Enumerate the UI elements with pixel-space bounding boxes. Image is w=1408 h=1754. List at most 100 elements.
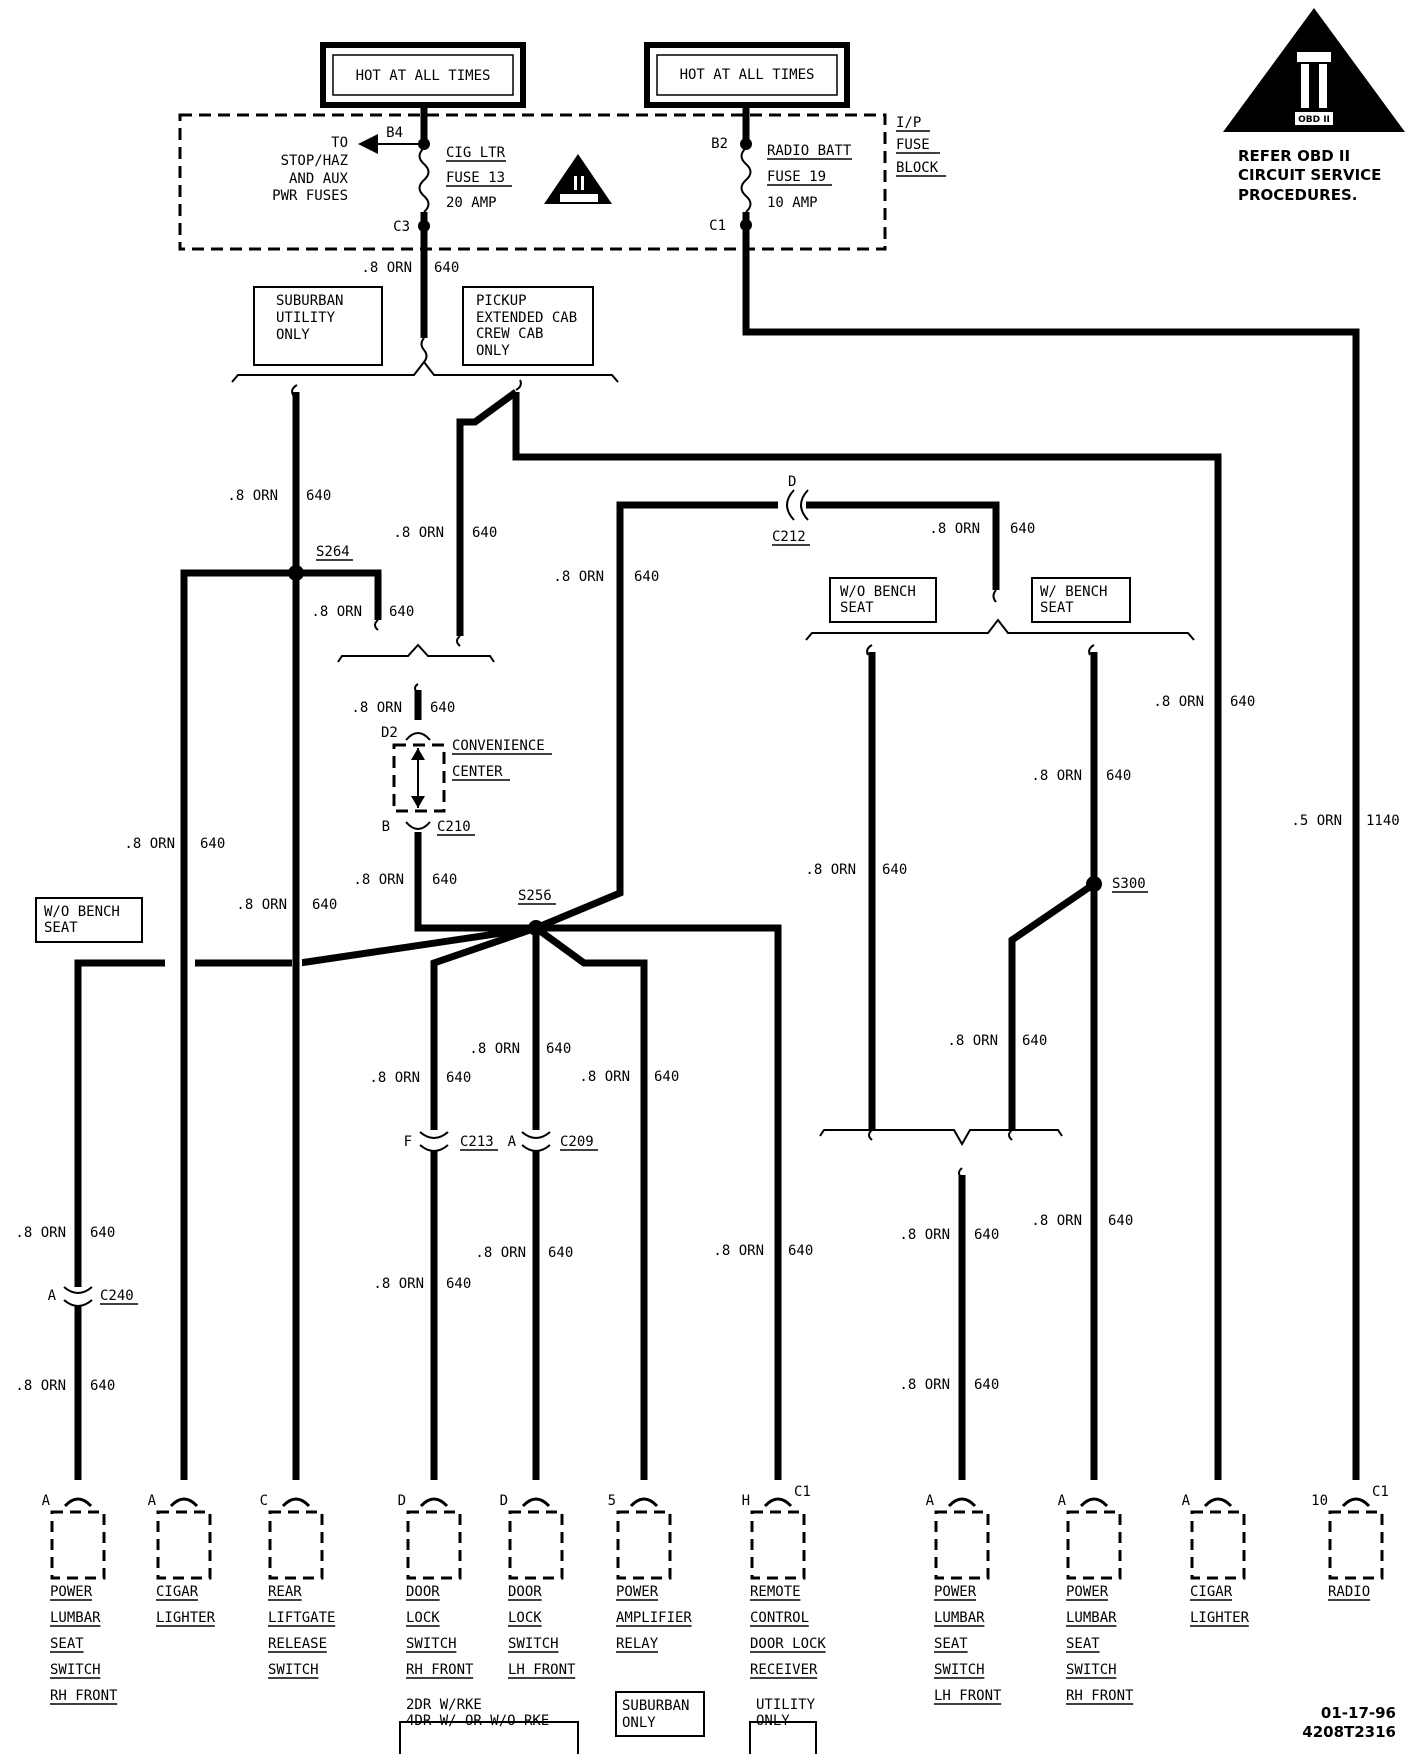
component-label: RECEIVER [750, 1662, 818, 1678]
svg-text:BLOCK: BLOCK [896, 160, 939, 176]
svg-text:CONVENIENCE: CONVENIENCE [452, 738, 545, 754]
wire-label: .8 ORN [469, 1041, 520, 1057]
component-label: SWITCH [268, 1662, 319, 1678]
hot-box-left-label: HOT AT ALL TIMES [356, 68, 491, 84]
svg-text:STOP/HAZ: STOP/HAZ [281, 153, 348, 169]
footer-code: 4208T2316 [1302, 1723, 1396, 1741]
connector-c240: C240 [100, 1288, 134, 1304]
option-suburban-utility: SUBURBAN UTILITY ONLY [253, 286, 383, 366]
wire-label: 640 [1022, 1033, 1047, 1049]
wire-label: 640 [788, 1243, 813, 1259]
svg-text:10 AMP: 10 AMP [767, 195, 818, 211]
connector-c209-pin: A [508, 1134, 517, 1150]
component-label: POWER [1066, 1584, 1109, 1600]
to-fuses-label: TO STOP/HAZ AND AUX PWR FUSES [272, 135, 348, 204]
wire-label: .8 ORN [1031, 768, 1082, 784]
wire-label: .5 ORN [1291, 813, 1342, 829]
component-pin: A [42, 1493, 51, 1509]
option-wo-bench-left: W/O BENCH SEAT [35, 897, 143, 943]
svg-text:PWR FUSES: PWR FUSES [272, 188, 348, 204]
convenience-center-label: CONVENIENCE CENTER [452, 738, 552, 781]
svg-text:SUBURBAN: SUBURBAN [622, 1698, 689, 1714]
component-label: DOOR LOCK [750, 1636, 826, 1652]
wire-label: 640 [430, 700, 455, 716]
wire-label: .8 ORN [1031, 1213, 1082, 1229]
fuse2-label: RADIO BATT FUSE 19 10 AMP [767, 143, 852, 211]
svg-text:PROCEDURES.: PROCEDURES. [1238, 186, 1357, 204]
wire-label: 640 [389, 604, 414, 620]
wire-label: .8 ORN [713, 1243, 764, 1259]
component-label: REAR [268, 1584, 302, 1600]
wire-label: 640 [548, 1245, 573, 1261]
option-suburban-only: SUBURBAN ONLY [615, 1691, 705, 1737]
wire-label: 640 [1106, 768, 1131, 784]
option-utility-only-label: UTILITY ONLY [756, 1697, 816, 1729]
component-label: LIFTGATE [268, 1610, 335, 1626]
option-rke [399, 1721, 579, 1754]
component-label: SEAT [50, 1636, 84, 1652]
component-label: LH FRONT [508, 1662, 576, 1678]
component-connector: C1 [1372, 1484, 1389, 1500]
component-label: CONTROL [750, 1610, 809, 1626]
wire-label: 640 [974, 1227, 999, 1243]
component-label: RELAY [616, 1636, 659, 1652]
connector-c209: C209 [560, 1134, 594, 1150]
fuse-block-outline [178, 113, 887, 251]
wire-label: .8 ORN [947, 1033, 998, 1049]
wire-label: 640 [882, 862, 907, 878]
splice-s264: S264 [316, 544, 350, 560]
component-label: LUMBAR [934, 1610, 985, 1626]
component-label: LUMBAR [50, 1610, 101, 1626]
wire-label: 640 [446, 1070, 471, 1086]
option-wo-bench: W/O BENCH SEAT [829, 577, 937, 623]
component-label: LH FRONT [934, 1688, 1002, 1704]
splice-s300: S300 [1112, 876, 1146, 892]
hot-box-right-label: HOT AT ALL TIMES [680, 67, 815, 83]
component-connector: C1 [794, 1484, 811, 1500]
wire-label: .8 ORN [351, 700, 402, 716]
wire-label: .8 ORN [311, 604, 362, 620]
svg-text:REFER OBD II: REFER OBD II [1238, 147, 1350, 165]
wire-label: .8 ORN [1153, 694, 1204, 710]
component-label: DOOR [406, 1584, 440, 1600]
component-pin: 10 [1311, 1493, 1328, 1509]
connector-c212: C212 [772, 529, 806, 545]
component-label: RH FRONT [1066, 1688, 1134, 1704]
component-label: DOOR [508, 1584, 542, 1600]
wire-label: 640 [432, 872, 457, 888]
component-label: REMOTE [750, 1584, 801, 1600]
option-w-bench: W/ BENCH SEAT [1031, 577, 1131, 623]
wire-label: 640 [634, 569, 659, 585]
svg-text:CIG LTR: CIG LTR [446, 145, 506, 161]
svg-text:AND AUX: AND AUX [289, 171, 349, 187]
hot-box-right: HOT AT ALL TIMES [644, 42, 850, 108]
component-label: SWITCH [934, 1662, 985, 1678]
wire-label: .8 ORN [124, 836, 175, 852]
wire-label: .8 ORN [393, 525, 444, 541]
component-pin: A [1058, 1493, 1067, 1509]
svg-text:SEAT: SEAT [1040, 600, 1074, 616]
wire-label: .8 ORN [373, 1276, 424, 1292]
connector-c240-pin: A [48, 1288, 57, 1304]
wire-label: .8 ORN [553, 569, 604, 585]
component-pin: C [260, 1493, 268, 1509]
option-pickup: PICKUP EXTENDED CAB CREW CAB ONLY [462, 286, 594, 366]
wire-label: .8 ORN [236, 897, 287, 913]
wire-label: 640 [306, 488, 331, 504]
svg-text:OBD II: OBD II [1298, 115, 1330, 125]
obd-note: REFER OBD II CIRCUIT SERVICE PROCEDURES. [1238, 147, 1381, 204]
wire-label: 640 [200, 836, 225, 852]
component-pin: H [742, 1493, 750, 1509]
component-label: POWER [934, 1584, 977, 1600]
connector-d2: D2 [381, 725, 398, 741]
component-pin: A [148, 1493, 157, 1509]
wire-label: 640 [90, 1225, 115, 1241]
component-label: RH FRONT [50, 1688, 118, 1704]
component-pin: D [500, 1493, 508, 1509]
